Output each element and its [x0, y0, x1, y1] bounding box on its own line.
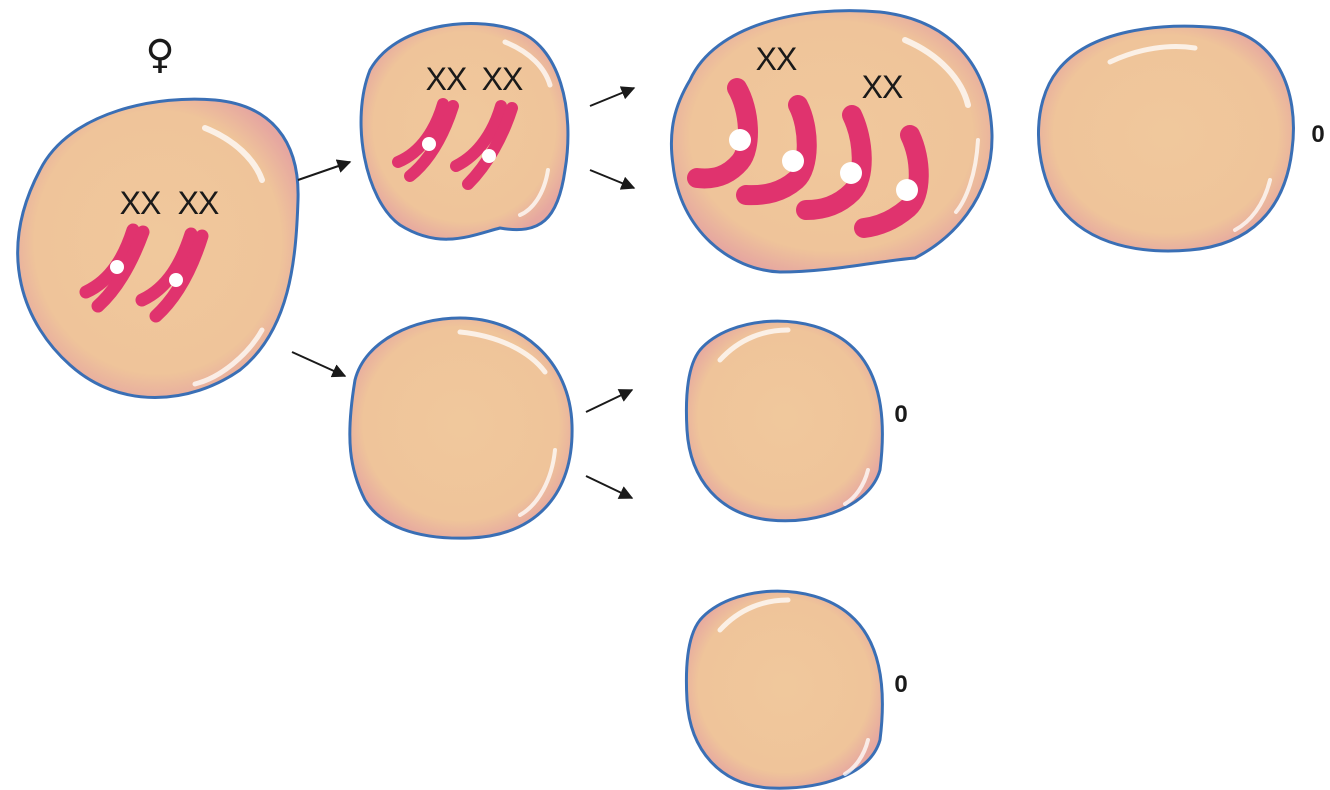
gamete-chromatid-1	[687, 78, 758, 189]
secondary-chromosome-2	[450, 100, 518, 190]
parent-cell	[16, 97, 300, 399]
secondary-xx-label-2: XX	[482, 61, 523, 97]
arrow-to-secondary-upper	[297, 159, 352, 181]
null-label-3: 0	[894, 671, 907, 698]
female-symbol: ♀	[145, 32, 174, 78]
secondary-cell-upper	[359, 21, 570, 241]
gamete-xx-label-2: XX	[862, 69, 903, 105]
null-label-1: 0	[1311, 121, 1324, 148]
arrow-to-secondary-lower	[291, 351, 347, 378]
parent-chromosome-2	[135, 227, 209, 323]
null-label-2: 0	[894, 401, 907, 428]
arrow-to-gamete-upper-1	[589, 86, 636, 107]
secondary-chromosome-1	[392, 98, 459, 182]
arrow-to-gamete-upper-2	[589, 169, 636, 190]
secondary-xx-label-1: XX	[426, 61, 467, 97]
parent-chromosome-1	[79, 223, 150, 313]
arrow-to-gamete-lower-1	[585, 389, 634, 413]
gamete-xx-label-1: XX	[756, 41, 797, 77]
parent-xx-label-1: XX	[120, 185, 161, 221]
gamete-chromatid-2	[736, 95, 817, 206]
secondary-cell-lower	[348, 316, 574, 540]
parent-xx-label-2: XX	[178, 185, 219, 221]
gamete-cell-nullisomic-1	[1037, 24, 1295, 253]
gamete-cell-nullisomic-3	[684, 589, 884, 790]
arrow-to-gamete-lower-2	[585, 475, 634, 499]
gamete-cell-nullisomic-2	[684, 319, 884, 523]
gamete-chromatid-3	[796, 105, 872, 220]
gamete-chromatid-4	[854, 125, 929, 238]
gamete-cell-disomic	[669, 9, 994, 274]
